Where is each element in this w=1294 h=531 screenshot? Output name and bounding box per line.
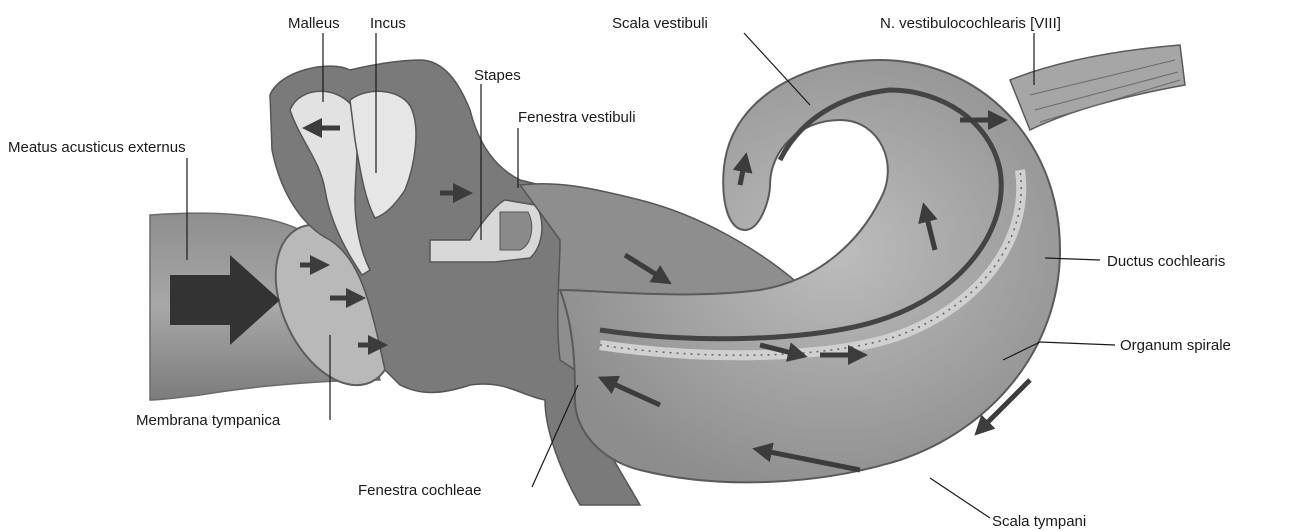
label-ductus-cochlearis: Ductus cochlearis	[1107, 253, 1225, 270]
label-nervus: N. vestibulocochlearis [VIII]	[880, 15, 1061, 32]
label-incus: Incus	[370, 15, 406, 32]
label-malleus: Malleus	[288, 15, 340, 32]
label-fenestra-vestibuli: Fenestra vestibuli	[518, 109, 636, 126]
label-scala-tympani: Scala tympani	[992, 513, 1086, 530]
label-organum-spirale: Organum spirale	[1120, 337, 1231, 354]
label-stapes: Stapes	[474, 67, 521, 84]
label-meatus: Meatus acusticus externus	[8, 139, 186, 156]
nerve-bundle	[1010, 45, 1185, 130]
label-membrana-tympanica: Membrana tympanica	[136, 412, 281, 429]
label-scala-vestibuli: Scala vestibuli	[612, 15, 708, 32]
label-fenestra-cochleae: Fenestra cochleae	[358, 482, 481, 499]
